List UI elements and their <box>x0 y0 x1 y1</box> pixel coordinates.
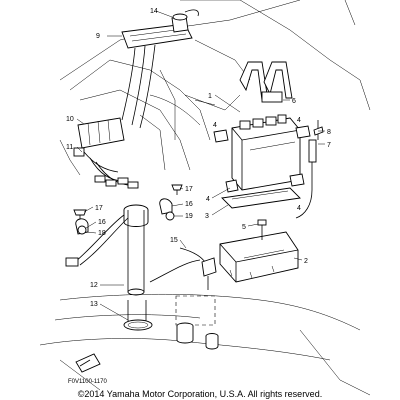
callout-4: 4 <box>297 117 301 124</box>
copyright-notice: ©2014 Yamaha Motor Corporation, U.S.A. A… <box>78 389 322 399</box>
battery-box <box>219 219 299 283</box>
callout-4: 4 <box>297 205 301 212</box>
fuel-tank-hull <box>39 293 371 396</box>
callout-3: 3 <box>205 213 209 220</box>
battery-pads <box>213 125 311 209</box>
callout-18: 18 <box>98 230 106 237</box>
callout-4: 4 <box>213 122 217 129</box>
fuel-sender-unit <box>65 204 149 325</box>
callout-5: 5 <box>242 224 246 231</box>
callout-14: 14 <box>150 8 158 15</box>
callout-4: 4 <box>206 196 210 203</box>
callout-16: 16 <box>185 201 193 208</box>
fasteners <box>73 184 183 235</box>
callout-13: 13 <box>90 301 98 308</box>
drain-hose <box>149 247 217 326</box>
callout-9: 9 <box>96 33 100 40</box>
battery <box>231 114 301 191</box>
callout-17: 17 <box>95 205 103 212</box>
battery-band <box>239 61 293 103</box>
leader-lines <box>76 10 325 321</box>
bracket-and-harness <box>73 117 139 189</box>
callout-7: 7 <box>327 142 331 149</box>
callout-16: 16 <box>98 219 106 226</box>
callout-labels: 1 2 3 4 4 4 4 5 6 7 8 9 10 11 12 13 14 1… <box>66 8 331 308</box>
callout-11: 11 <box>66 144 73 151</box>
callout-8: 8 <box>327 129 331 136</box>
figure-code: F0V1100-1170 <box>68 379 107 385</box>
callout-1: 1 <box>208 93 212 100</box>
callout-12: 12 <box>90 282 98 289</box>
meter-assembly <box>121 9 199 129</box>
callout-10: 10 <box>66 116 74 123</box>
hull-frame-outline <box>59 0 371 176</box>
callout-19: 19 <box>185 213 193 220</box>
callout-6: 6 <box>292 98 296 105</box>
front-arrow-icon <box>75 353 101 373</box>
callout-2: 2 <box>304 258 308 265</box>
callout-15: 15 <box>170 237 178 244</box>
callout-17: 17 <box>185 186 193 193</box>
